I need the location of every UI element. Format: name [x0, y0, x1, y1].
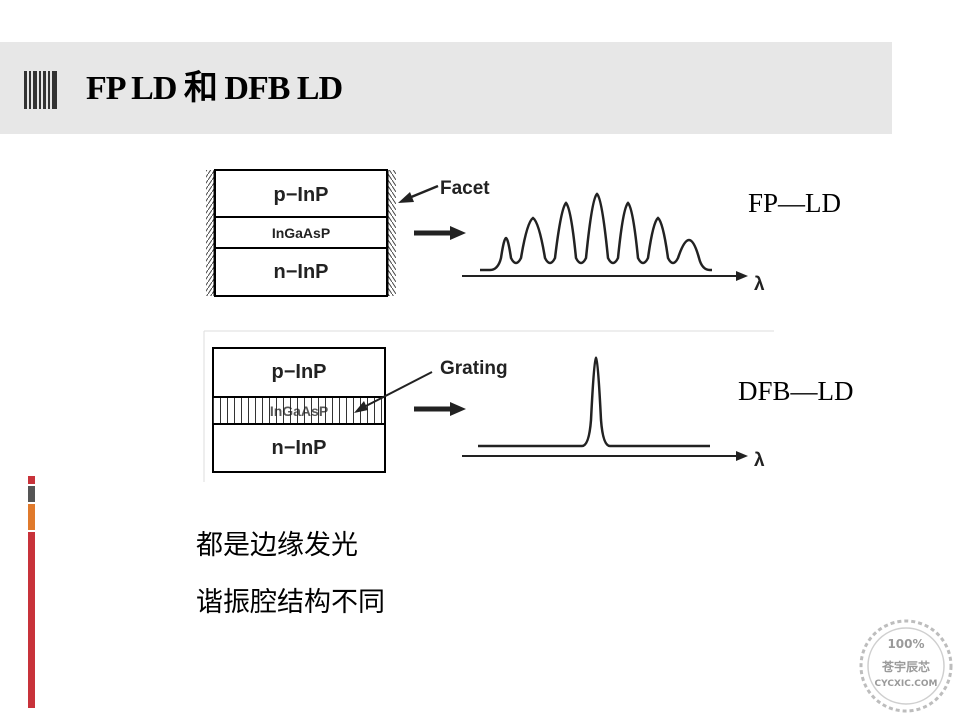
left-accent-stripe	[28, 476, 35, 708]
dfb-layer-ingaasp: InGaAsP	[270, 403, 328, 419]
fp-output-arrow	[414, 226, 466, 240]
note-cavity-structure: 谐振腔结构不同	[196, 587, 385, 618]
fp-layer-n-inp: n−InP	[273, 261, 328, 283]
dfb-spectrum-curve	[478, 356, 710, 448]
barcode-icon	[24, 71, 57, 109]
dfb-layer-p-inp: p−InP	[271, 361, 326, 383]
watermark-stamp: 100% 苍宇辰芯 CYCXIC.COM	[859, 619, 953, 713]
dfb-output-arrow	[414, 402, 466, 416]
fp-layer-ingaasp: InGaAsP	[272, 225, 330, 241]
dfb-layer-n-inp: n−InP	[271, 437, 326, 459]
dfb-laser-structure: p−InP InGaAsP n−InP	[203, 330, 774, 482]
fp-layer-p-inp: p−InP	[273, 184, 328, 206]
dfb-lambda-label: λ	[754, 450, 765, 471]
fp-spectrum: λ	[462, 192, 765, 295]
facet-callout: Facet	[398, 178, 490, 203]
dfb-spectrum: λ	[462, 356, 765, 471]
fp-spectrum-curve	[480, 192, 712, 272]
dfb-ld-label: DFB—LD	[738, 376, 854, 406]
grating-callout: Grating	[354, 358, 508, 413]
fp-ld-label: FP—LD	[748, 188, 842, 218]
page-title: FP LD 和 DFB LD	[86, 70, 343, 107]
facet-label: Facet	[440, 178, 490, 199]
fp-laser-structure: p−InP InGaAsP n−InP	[206, 169, 396, 297]
watermark-middle: 苍宇辰芯	[881, 659, 930, 674]
note-edge-emitting: 都是边缘发光	[196, 530, 358, 561]
title-bar	[0, 42, 892, 134]
grating-label: Grating	[440, 358, 508, 379]
fp-lambda-label: λ	[754, 274, 765, 295]
watermark-top: 100%	[887, 637, 924, 651]
watermark-bottom: CYCXIC.COM	[875, 679, 938, 689]
